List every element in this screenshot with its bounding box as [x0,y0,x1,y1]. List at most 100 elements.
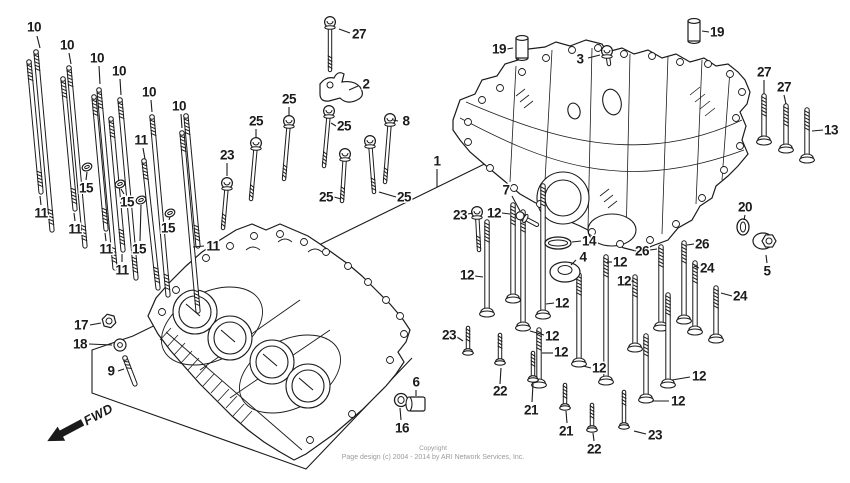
callout-label-14[interactable]: 14 [580,232,599,250]
callout-label-15[interactable]: 15 [159,219,178,237]
callout-label-10[interactable]: 10 [110,62,128,80]
dowel-part [687,18,701,44]
flangebolt-part [515,209,531,332]
callout-label-25[interactable]: 25 [317,188,336,206]
callout-label-11[interactable]: 11 [114,261,132,279]
callout-label-12[interactable]: 12 [485,204,503,222]
callout-10: 10 [140,83,158,113]
callout-label-1[interactable]: 1 [432,152,444,170]
callout-label-19[interactable]: 19 [708,23,726,41]
flangebolt-part [462,325,474,356]
leader-line [333,196,342,200]
cap-part [549,261,581,283]
callout-label-21[interactable]: 21 [557,422,576,440]
callout-label-17[interactable]: 17 [72,316,90,334]
callout-label-27[interactable]: 27 [775,78,793,96]
callout-label-10[interactable]: 10 [170,97,188,115]
flangebolt-part [527,350,539,383]
callout-label-15[interactable]: 15 [77,179,96,197]
callout-label-24[interactable]: 24 [731,287,750,305]
callout-label-5[interactable]: 5 [762,262,774,280]
callout-label-15[interactable]: 15 [118,193,137,211]
callout-label-10[interactable]: 10 [140,83,158,101]
callout-label-2[interactable]: 2 [361,75,372,93]
callout-13: 13 [811,121,841,139]
callout-label-7[interactable]: 7 [501,181,512,199]
stud-part [91,94,109,232]
callout-label-6[interactable]: 6 [411,373,423,391]
callout-label-18[interactable]: 18 [71,335,90,353]
callout-label-10[interactable]: 10 [58,36,76,54]
flangebolt-part [586,402,598,433]
callout-label-12[interactable]: 12 [552,343,570,361]
leader-line [119,78,122,96]
ring-part [164,208,176,218]
callout-label-8[interactable]: 8 [401,112,413,130]
flangebolt-part [778,103,794,154]
leader-line [720,292,733,297]
callout-label-4[interactable]: 4 [578,248,590,266]
ballbolt-part [600,44,613,67]
callout-19: 19 [490,40,514,58]
callout-11: 11 [67,212,85,238]
callout-label-23[interactable]: 23 [646,426,665,444]
leader-line [783,94,787,105]
leader-line [378,191,397,198]
callout-label-10[interactable]: 10 [25,18,43,36]
copyright-line2: Page design (c) 2004 - 2014 by ARI Netwo… [342,454,525,461]
callout-label-12[interactable]: 12 [553,294,571,312]
callout-label-25[interactable]: 25 [335,117,354,135]
callout-label-23[interactable]: 23 [440,326,459,344]
callout-label-12[interactable]: 12 [669,392,687,410]
callout-label-15[interactable]: 15 [130,240,149,258]
callout-label-11[interactable]: 11 [98,240,116,258]
callout-label-3[interactable]: 3 [575,50,587,68]
callout-12: 12 [485,204,511,222]
callout-label-11[interactable]: 11 [33,204,51,222]
callout-label-10[interactable]: 10 [88,49,106,67]
callout-label-19[interactable]: 19 [490,40,508,58]
callout-label-24[interactable]: 24 [698,259,717,277]
callout-label-12[interactable]: 12 [611,253,629,271]
callout-label-27[interactable]: 27 [755,63,773,81]
callout-19: 19 [701,23,726,41]
flangebolt-part [756,93,772,146]
ballbolt-part [382,112,397,185]
callout-label-26[interactable]: 26 [693,235,712,253]
leader-line [686,243,695,246]
callout-label-12[interactable]: 12 [690,367,708,385]
callout-label-25[interactable]: 25 [395,188,414,206]
ballbolt-part [339,148,352,204]
callout-25: 25 [330,117,354,135]
leader-line [587,54,601,59]
callout-label-22[interactable]: 22 [585,440,603,458]
callout-10: 10 [58,36,76,65]
callout-label-9[interactable]: 9 [106,362,117,380]
callout-24: 24 [693,259,717,277]
callout-18: 18 [71,335,113,353]
callout-5: 5 [762,254,774,280]
callout-label-25[interactable]: 25 [247,112,266,130]
callout-label-11[interactable]: 11 [67,220,85,238]
callout-label-23[interactable]: 23 [218,146,237,164]
callout-label-13[interactable]: 13 [822,121,841,139]
flangebolt-part [708,285,724,344]
callout-11: 11 [98,232,116,258]
callout-label-12[interactable]: 12 [458,266,476,284]
callout-label-16[interactable]: 16 [393,419,412,437]
stud-part [183,113,201,249]
callout-label-25[interactable]: 25 [280,90,299,108]
callout-label-12[interactable]: 12 [543,327,561,345]
callout-label-22[interactable]: 22 [491,382,509,400]
flangebolt-part [531,327,547,389]
callout-label-12[interactable]: 12 [590,359,608,377]
callout-label-26[interactable]: 26 [633,242,652,260]
callout-label-12[interactable]: 12 [615,272,633,290]
callout-label-20[interactable]: 20 [736,198,754,216]
callout-label-11[interactable]: 11 [133,131,151,149]
callout-label-23[interactable]: 23 [451,206,470,224]
callout-label-21[interactable]: 21 [522,401,541,419]
callout-label-27[interactable]: 27 [350,25,368,43]
callout-label-11[interactable]: 11 [205,237,223,255]
callout-11: 11 [33,195,51,222]
